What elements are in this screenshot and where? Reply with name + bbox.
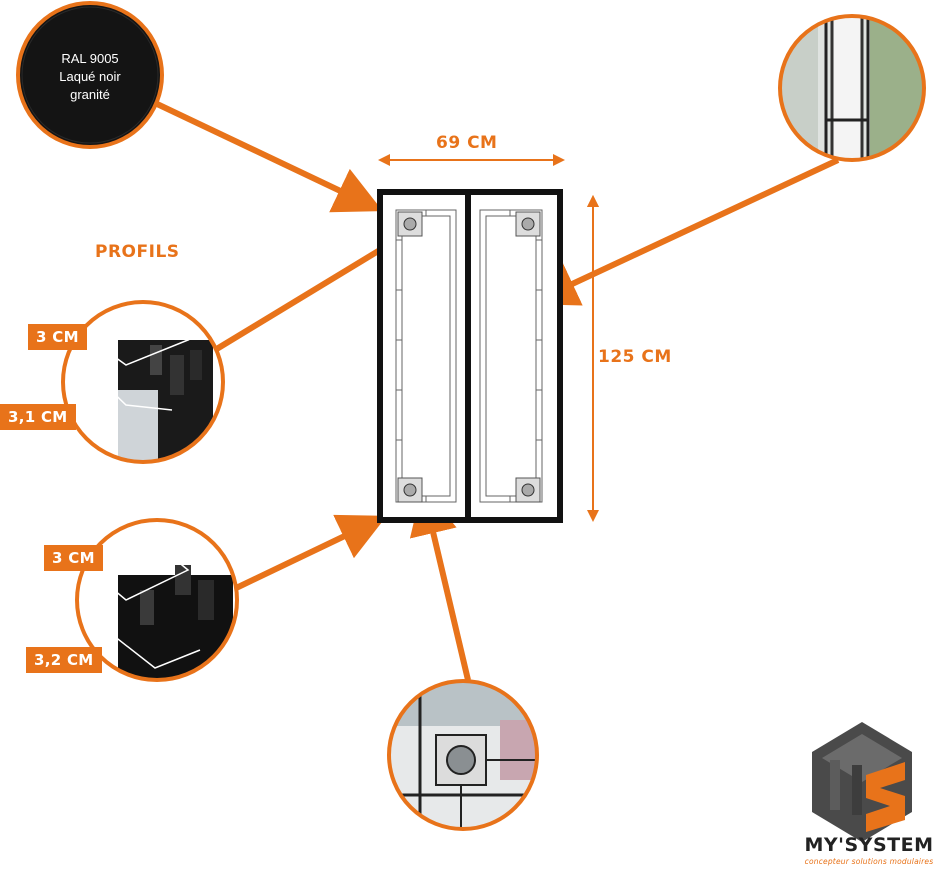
width-dimension-label: 69 CM bbox=[436, 133, 498, 153]
profile-bottom-photo bbox=[75, 518, 239, 682]
brand-tagline: concepteur solutions modulaires bbox=[804, 857, 934, 866]
brand-name: MY'SYSTEM bbox=[804, 834, 934, 856]
dimension-lines bbox=[378, 154, 599, 522]
glass-detail-photo bbox=[778, 14, 926, 162]
right-pane-lead-lines bbox=[479, 209, 543, 503]
profile-top-photo bbox=[61, 300, 225, 464]
height-dimension-label: 125 CM bbox=[598, 347, 672, 367]
swatch-ral-code: RAL 9005 bbox=[61, 51, 119, 66]
brand-logo bbox=[812, 722, 912, 842]
arrow-glass-detail bbox=[529, 157, 840, 306]
profile-top-depth-tag: 3,1 CM bbox=[0, 404, 76, 430]
left-pane-lead-lines bbox=[395, 209, 457, 503]
profile-bottom-width-tag: 3 CM bbox=[44, 545, 103, 571]
swatch-finish: Laqué noir bbox=[59, 69, 121, 84]
swatch-texture: granité bbox=[70, 87, 110, 102]
profile-bottom-depth-tag: 3,2 CM bbox=[26, 647, 102, 673]
arrow-corner-detail bbox=[409, 486, 471, 681]
corner-detail-photo bbox=[387, 679, 539, 831]
profiles-title: PROFILS bbox=[95, 242, 180, 262]
window-frame bbox=[377, 189, 563, 523]
arrow-swatch-to-frame bbox=[153, 100, 383, 213]
profile-top-width-tag: 3 CM bbox=[28, 324, 87, 350]
color-swatch bbox=[16, 1, 164, 149]
pointer-arrows bbox=[153, 100, 840, 681]
arrow-profile-bottom bbox=[230, 514, 387, 593]
